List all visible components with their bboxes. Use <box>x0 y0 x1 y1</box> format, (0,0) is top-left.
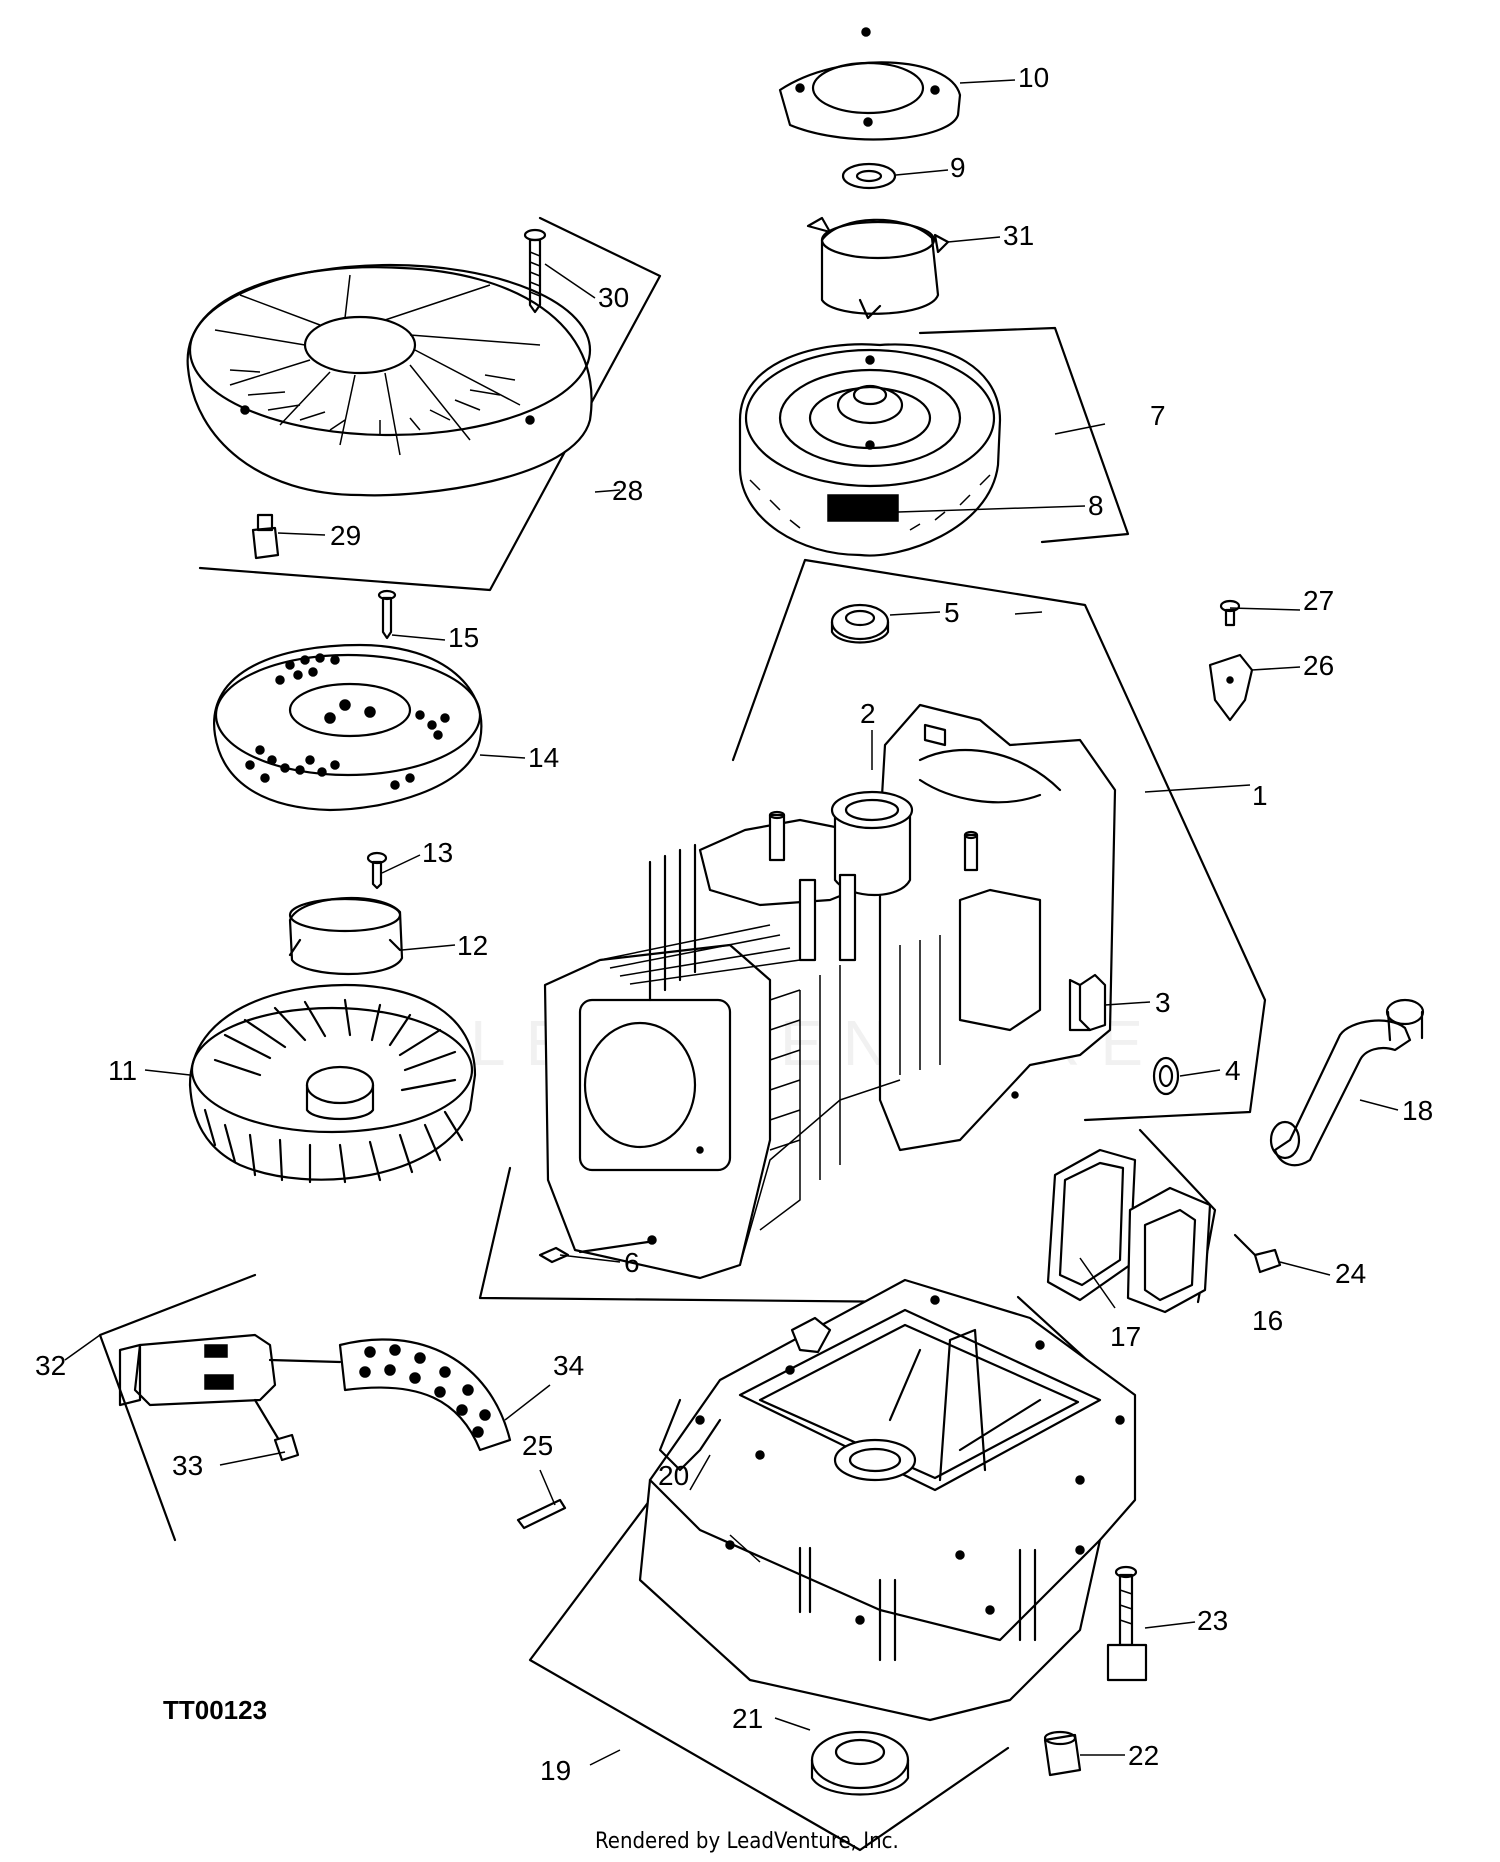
part-32-group <box>98 1273 257 1542</box>
callout-19: 19 <box>540 1755 571 1786</box>
callout-15: 15 <box>448 622 479 653</box>
callout-21: 21 <box>732 1703 763 1734</box>
callout-20: 20 <box>658 1460 689 1491</box>
callout-17: 17 <box>1110 1321 1141 1352</box>
callout-14: 14 <box>528 742 559 773</box>
part-28-screen[interactable] <box>186 263 593 497</box>
callout-10: 10 <box>1018 62 1049 93</box>
part-29-bolt[interactable] <box>251 513 280 560</box>
part-10-bearing-plate[interactable] <box>778 27 962 141</box>
part-30-screw[interactable] <box>523 228 547 314</box>
callout-8: 8 <box>1088 490 1104 521</box>
callout-26: 26 <box>1303 650 1334 681</box>
callout-1: 1 <box>1252 780 1268 811</box>
callout-25: 25 <box>522 1430 553 1461</box>
callout-27: 27 <box>1303 585 1334 616</box>
callout-34: 34 <box>553 1350 584 1381</box>
callout-11: 11 <box>108 1055 137 1086</box>
part-34-hose[interactable] <box>338 1338 512 1452</box>
part-16-cover[interactable] <box>1126 1186 1212 1314</box>
part-15-screw[interactable] <box>377 589 397 640</box>
part-20-fitting[interactable] <box>658 1316 832 1472</box>
part-9-washer[interactable] <box>841 162 897 190</box>
part-11-fan[interactable] <box>188 983 477 1184</box>
part-13-screw[interactable] <box>366 851 388 890</box>
part-6-pin[interactable] <box>538 1240 650 1264</box>
part-18-tube[interactable] <box>1269 998 1425 1167</box>
callout-23: 23 <box>1197 1605 1228 1636</box>
part-25-pin[interactable] <box>516 1498 567 1530</box>
figure-id: TT00123 <box>163 1695 267 1725</box>
callout-28: 28 <box>612 475 643 506</box>
callout-2: 2 <box>860 698 876 729</box>
callout-16: 16 <box>1252 1305 1283 1336</box>
part-1-block[interactable] <box>478 558 1267 1304</box>
callout-33: 33 <box>172 1450 203 1481</box>
part-23-bolt[interactable] <box>1106 1565 1148 1682</box>
callout-12: 12 <box>457 930 488 961</box>
part-27-bolt[interactable] <box>1219 599 1241 627</box>
callout-31: 31 <box>1003 220 1034 251</box>
callout-4: 4 <box>1225 1055 1241 1086</box>
callout-7: 7 <box>1150 400 1166 431</box>
callout-32: 32 <box>35 1350 66 1381</box>
callout-13: 13 <box>422 837 453 868</box>
callout-3: 3 <box>1155 987 1171 1018</box>
part-5-seal[interactable] <box>830 603 890 644</box>
callout-18: 18 <box>1402 1095 1433 1126</box>
part-26-bracket[interactable] <box>1208 653 1254 722</box>
part-31-cup[interactable] <box>806 216 950 320</box>
part-4-seal[interactable] <box>1152 1056 1180 1096</box>
callout-22: 22 <box>1128 1740 1159 1771</box>
part-7-flywheel[interactable] <box>738 343 1002 557</box>
part-19-oil-pan[interactable] <box>638 1278 1137 1722</box>
callouts: 1 2 3 4 5 6 7 8 9 10 11 12 13 14 15 16 1… <box>35 62 1433 1786</box>
part-32-filter[interactable] <box>118 1333 342 1407</box>
part-17-gasket[interactable] <box>1046 1148 1137 1302</box>
part-3-bracket[interactable] <box>1078 973 1107 1032</box>
callout-29: 29 <box>330 520 361 551</box>
callout-6: 6 <box>624 1247 640 1278</box>
part-21-seal[interactable] <box>810 1730 910 1796</box>
part-14-screen[interactable] <box>213 643 483 812</box>
callout-24: 24 <box>1335 1258 1366 1289</box>
callout-9: 9 <box>950 152 966 183</box>
leader-lines <box>64 79 1399 1766</box>
part-22-plug[interactable] <box>1043 1730 1082 1777</box>
callout-30: 30 <box>598 282 629 313</box>
footer-credit: Rendered by LeadVenture, Inc. <box>595 1829 899 1854</box>
part-33-pin[interactable] <box>253 1398 300 1462</box>
part-24-screw[interactable] <box>1233 1233 1282 1274</box>
callout-5: 5 <box>944 597 960 628</box>
part-12-ring[interactable] <box>288 896 404 976</box>
